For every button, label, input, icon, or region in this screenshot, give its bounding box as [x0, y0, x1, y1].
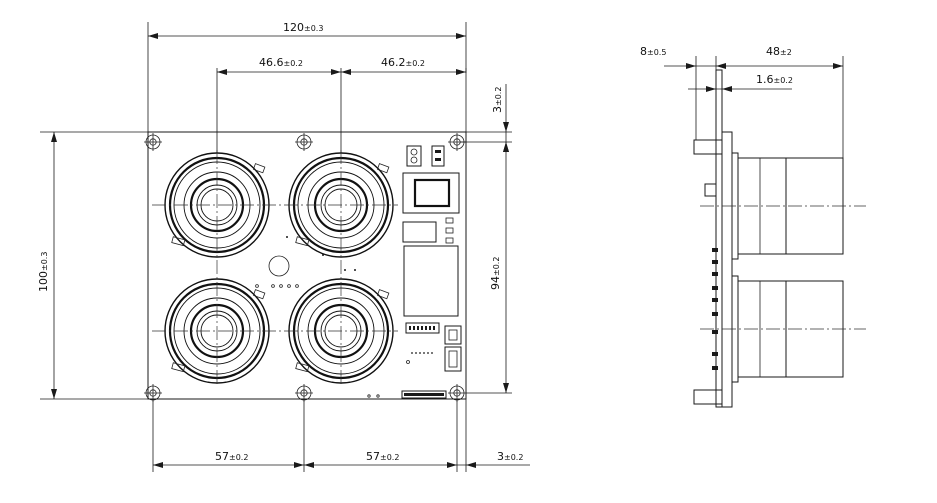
dim-overall-height: 100±0.3	[37, 252, 50, 292]
mounting-hole-icon	[294, 132, 314, 152]
dim-hole-height: 94±0.2	[489, 257, 502, 290]
dim-side-gap: 8±0.5	[640, 45, 666, 58]
front-view: 120±0.3 46.6±0.2 46.2±0.2 3±0.2 100±0.3 …	[37, 21, 530, 472]
connector-icon	[406, 145, 445, 167]
switch-icon	[402, 172, 460, 214]
dim-spacing-a: 46.6±0.2	[259, 56, 303, 69]
dim-right-offset: 3±0.2	[497, 450, 523, 463]
dim-top-offset: 3±0.2	[491, 87, 504, 113]
dim-hole-pitch-right: 57±0.2	[366, 450, 399, 463]
dim-side-depth: 48±2	[766, 45, 792, 58]
dim-overall-width: 120±0.3	[283, 21, 323, 34]
dim-spacing-b: 46.2±0.2	[381, 56, 425, 69]
dim-hole-pitch-left: 57±0.2	[215, 450, 248, 463]
side-view: 8±0.5 48±2 1.6±0.2	[640, 45, 866, 408]
dim-board-thickness: 1.6±0.2	[756, 73, 793, 86]
mounting-hole-icon	[143, 132, 163, 152]
